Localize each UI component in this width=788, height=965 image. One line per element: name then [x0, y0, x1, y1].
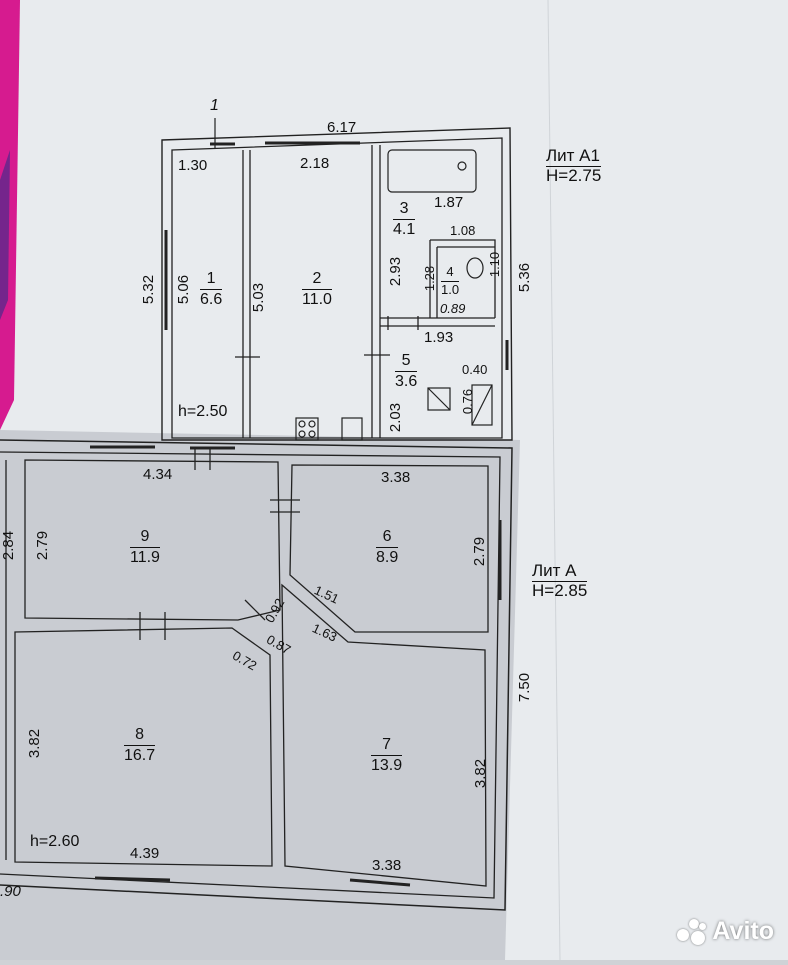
avito-wordmark: Avito [712, 917, 774, 945]
room-4-area: 1.0 [441, 281, 460, 297]
dim-label: 5.03 [250, 282, 268, 313]
room-4-label: 4 1.0 [441, 264, 460, 298]
room-7-area: 13.9 [371, 757, 403, 775]
dim-label: 0.76 [460, 388, 476, 415]
dim-label: 3.38 [372, 857, 402, 874]
lit-a-label: Лит А Н=2.85 [532, 562, 588, 600]
dim-top-total: 6.17 [327, 119, 357, 136]
room-9-label: 9 11.9 [130, 528, 160, 568]
avito-watermark: Avito [677, 917, 774, 946]
photo-shadow [0, 430, 520, 960]
dim-label: 3.38 [381, 469, 411, 486]
ceiling-height-upper: h=2.50 [178, 403, 228, 420]
paper-fold-line [547, 0, 561, 961]
walls [0, 127, 513, 911]
dim-label: 0.40 [462, 362, 488, 377]
lit-a-height: Н=2.85 [532, 580, 588, 600]
dim-label: 5.36 [516, 262, 534, 293]
boiler-icon [427, 387, 451, 411]
room-1-number: 1 [200, 270, 223, 291]
heater-icon [471, 384, 493, 426]
dim-label: 4.39 [130, 845, 160, 862]
room-6-number: 6 [376, 528, 399, 549]
magenta-edge [0, 0, 20, 430]
dim-label: 3.82 [26, 728, 44, 759]
room-1-area: 6.6 [200, 291, 223, 309]
room-5-label: 5 3.6 [395, 352, 418, 392]
room-5-number: 5 [395, 352, 418, 373]
lit-a-title: Лит А [532, 562, 588, 582]
room-2-label: 2 11.0 [302, 270, 332, 310]
section-marker-label: 1 [210, 97, 219, 114]
dim-label: 2.93 [387, 256, 405, 287]
dim-label: 1.30 [178, 157, 208, 174]
dim-label: 5.06 [175, 274, 193, 305]
purple-edge [0, 150, 10, 320]
dim-label: 2.18 [300, 155, 330, 172]
dim-label: 2.79 [34, 530, 52, 561]
dim-label: 1.87 [434, 194, 464, 211]
room-3-area: 4.1 [393, 221, 416, 239]
stove-icon [295, 417, 319, 441]
room-7-label: 7 13.9 [371, 736, 403, 776]
ceiling-height-lower: h=2.60 [30, 833, 80, 850]
lit-a1-title: Лит А1 [546, 146, 602, 167]
room-3-label: 3 4.1 [393, 200, 416, 240]
room-2-number: 2 [302, 270, 332, 291]
room-7-number: 7 [371, 736, 403, 757]
avito-logo-icon [677, 918, 707, 945]
room-8-number: 8 [124, 726, 156, 747]
toilet-icon [466, 257, 484, 279]
lit-a1-label: Лит А1 Н=2.75 [546, 146, 602, 185]
lit-a1-height: Н=2.75 [546, 165, 602, 185]
room-2-area: 11.0 [302, 291, 332, 309]
dim-label: 2.79 [471, 536, 489, 567]
dim-label: 7.50 [516, 672, 534, 703]
dim-label: 2.84 [0, 530, 18, 561]
room-8-area: 16.7 [124, 747, 156, 765]
room-4-number: 4 [441, 264, 460, 282]
dim-label: 4.34 [143, 466, 173, 483]
dim-label: 2.03 [387, 402, 405, 433]
bathtub-icon [387, 149, 477, 193]
room-3-number: 3 [393, 200, 416, 221]
room-6-label: 6 8.9 [376, 528, 399, 568]
bathtub-drain-icon [457, 161, 467, 171]
room-1-label: 1 6.6 [200, 270, 223, 310]
dim-label: 1.08 [450, 223, 476, 238]
dim-label: 3.82 [472, 758, 490, 789]
dim-label: 0.89 [440, 301, 466, 316]
sink-icon [341, 417, 363, 441]
room-6-area: 8.9 [376, 549, 399, 567]
dim-label: 1.10 [487, 251, 503, 278]
room-9-number: 9 [130, 528, 160, 549]
dim-label: 1.93 [424, 329, 454, 346]
room-8-label: 8 16.7 [124, 726, 156, 766]
room-9-area: 11.9 [130, 549, 160, 567]
room-5-area: 3.6 [395, 373, 418, 391]
dim-label: 1.28 [422, 265, 438, 292]
dim-label: 5.32 [140, 274, 158, 305]
fixtures [295, 149, 493, 441]
dim-label: .90 [0, 883, 21, 900]
